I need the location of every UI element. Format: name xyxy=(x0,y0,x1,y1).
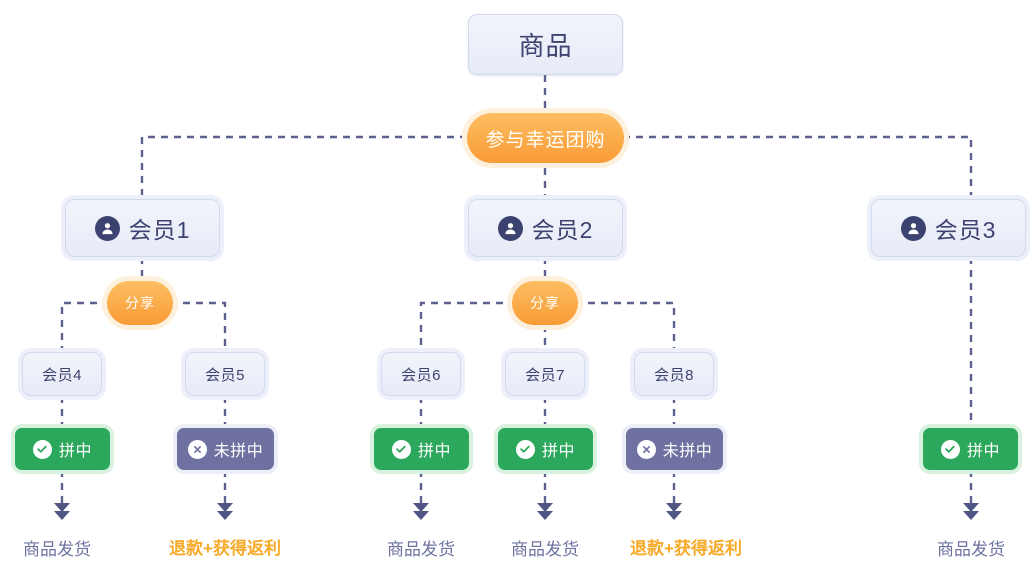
status-label: 未拼中 xyxy=(213,443,264,460)
outcome-label-o5: 退款+获得返利 xyxy=(169,539,281,558)
status-badge-m6[interactable]: 拼中 xyxy=(374,428,469,470)
share-label: 分享 xyxy=(530,295,560,311)
member-label-m1: 会员1 xyxy=(128,217,191,243)
member-label-m8: 会员8 xyxy=(654,366,694,384)
member-label-m3: 会员3 xyxy=(934,217,997,243)
person-icon xyxy=(900,215,926,241)
member-node-m3[interactable]: 会员3 xyxy=(871,199,1026,257)
status-label: 拼中 xyxy=(966,443,1000,460)
product-node[interactable]: 商品 xyxy=(468,14,623,75)
status-badge-m3[interactable]: 拼中 xyxy=(923,428,1018,470)
status-label: 拼中 xyxy=(541,443,575,460)
outcome-label-o6: 商品发货 xyxy=(387,540,455,559)
arrowhead-icon xyxy=(54,503,979,520)
member-label-m6: 会员6 xyxy=(401,366,441,384)
share-node-m1[interactable]: 分享 xyxy=(107,281,173,325)
x-circle-icon xyxy=(636,439,656,459)
member-label-m4: 会员4 xyxy=(42,366,82,384)
outcome-label-o4: 商品发货 xyxy=(23,540,91,559)
status-badge-m5[interactable]: 未拼中 xyxy=(177,428,274,470)
member-node-m8[interactable]: 会员8 xyxy=(634,352,714,396)
status-label: 拼中 xyxy=(417,443,451,460)
x-circle-icon xyxy=(187,439,207,459)
share-label: 分享 xyxy=(125,295,155,311)
status-badge-m7[interactable]: 拼中 xyxy=(498,428,593,470)
member-label-m2: 会员2 xyxy=(531,217,594,243)
member-node-m6[interactable]: 会员6 xyxy=(381,352,461,396)
product-label: 商品 xyxy=(518,31,573,61)
check-circle-icon xyxy=(940,439,960,459)
member-label-m7: 会员7 xyxy=(525,366,565,384)
status-badge-m8[interactable]: 未拼中 xyxy=(626,428,723,470)
outcome-label-o7: 商品发货 xyxy=(511,540,579,559)
check-circle-icon xyxy=(391,439,411,459)
outcome-label-o8: 退款+获得返利 xyxy=(630,539,742,558)
status-label: 拼中 xyxy=(58,443,92,460)
person-icon xyxy=(94,215,120,241)
join-lucky-group-buy-node[interactable]: 参与幸运团购 xyxy=(467,113,624,163)
member-node-m4[interactable]: 会员4 xyxy=(22,352,102,396)
member-node-m5[interactable]: 会员5 xyxy=(185,352,265,396)
check-circle-icon xyxy=(515,439,535,459)
status-label: 未拼中 xyxy=(662,443,713,460)
check-circle-icon xyxy=(32,439,52,459)
member-node-m1[interactable]: 会员1 xyxy=(65,199,220,257)
member-node-m7[interactable]: 会员7 xyxy=(505,352,585,396)
status-badge-m4[interactable]: 拼中 xyxy=(15,428,110,470)
share-node-m2[interactable]: 分享 xyxy=(512,281,578,325)
member-node-m2[interactable]: 会员2 xyxy=(468,199,623,257)
join-lucky-group-buy-label: 参与幸运团购 xyxy=(485,129,606,151)
member-label-m5: 会员5 xyxy=(205,366,245,384)
person-icon xyxy=(497,215,523,241)
outcome-label-o3: 商品发货 xyxy=(937,540,1005,559)
